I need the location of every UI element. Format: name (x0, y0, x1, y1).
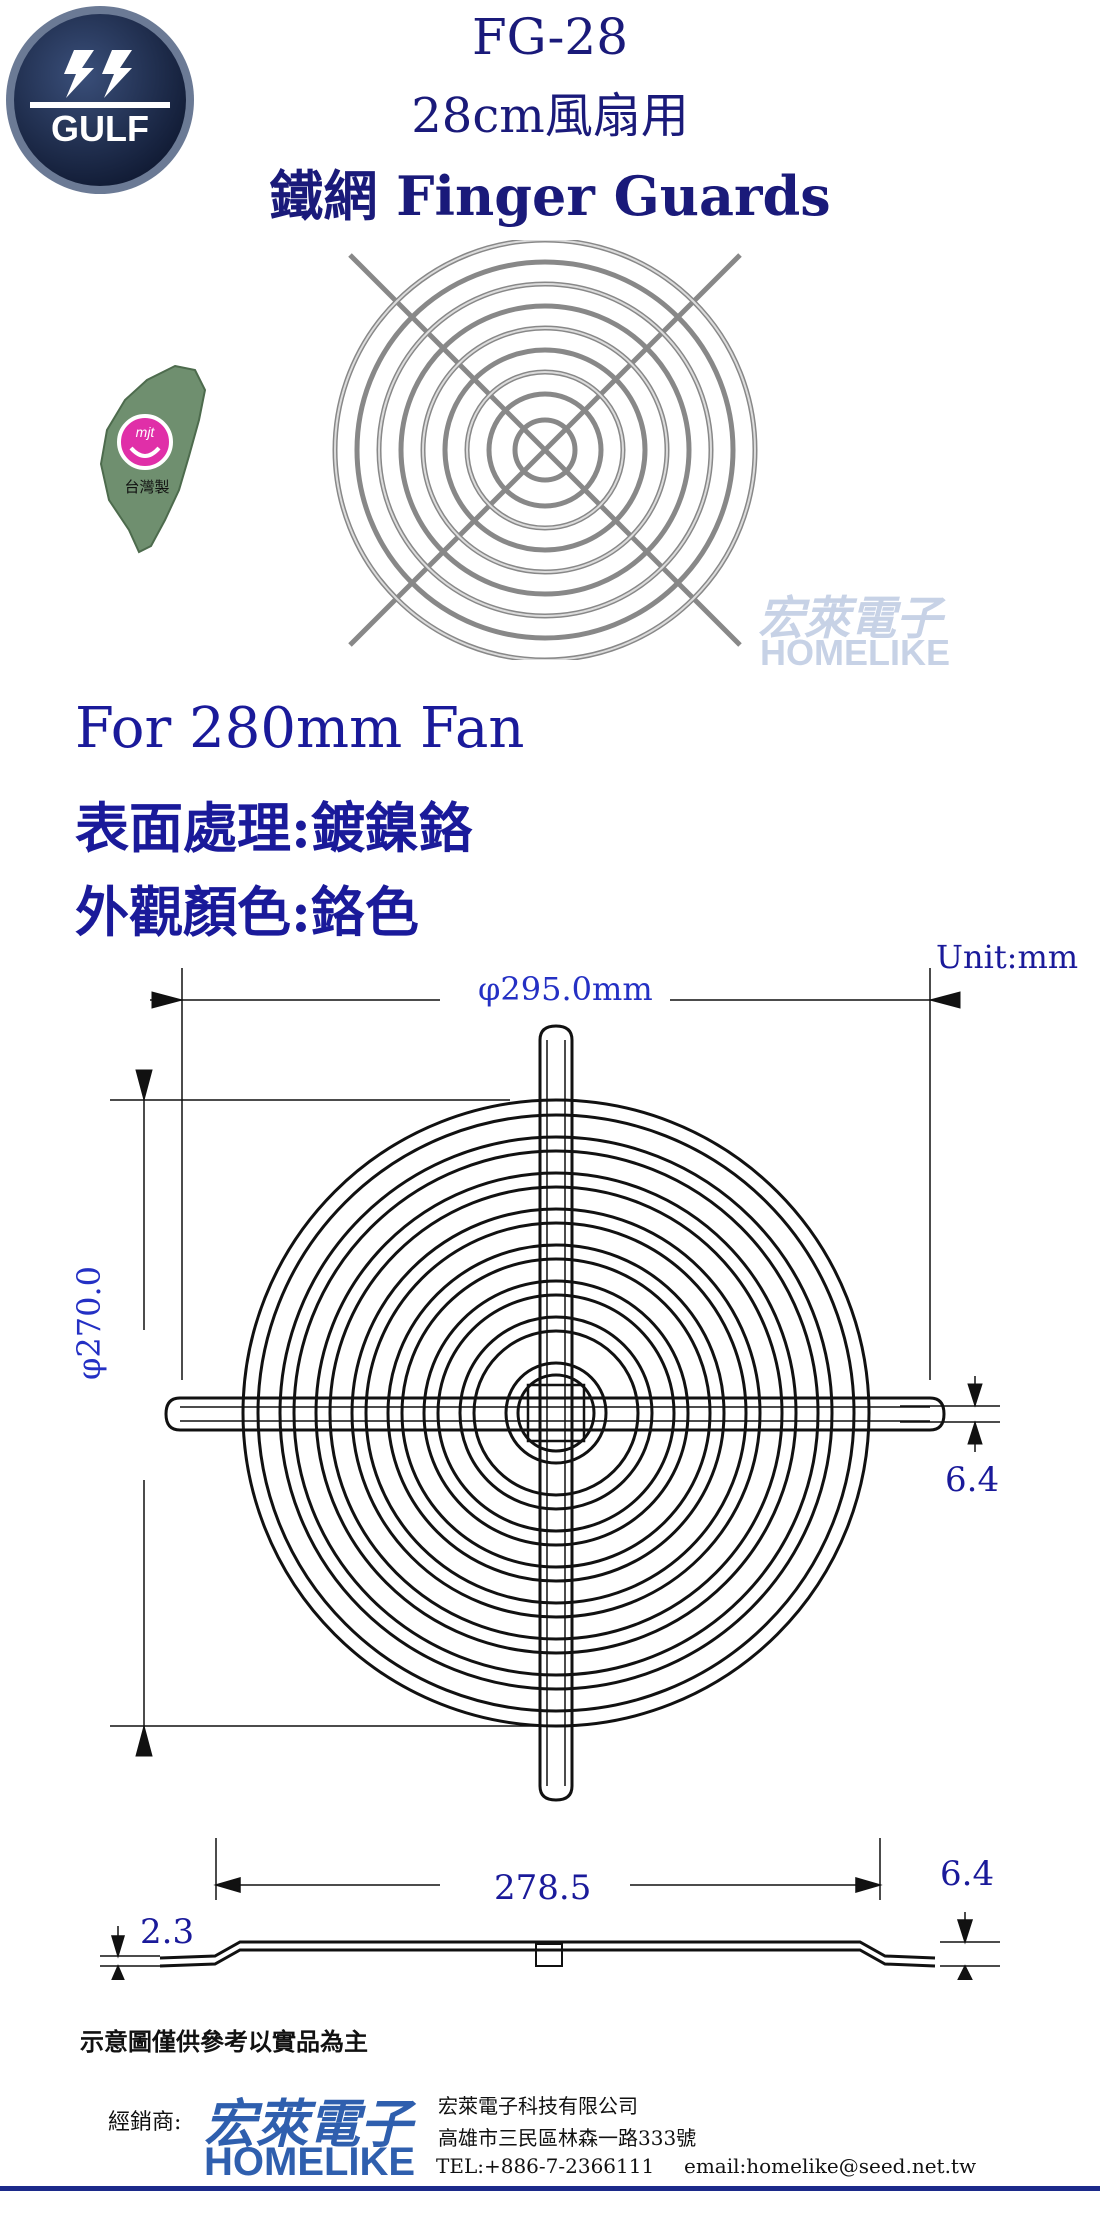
subtitle: 28cm風扇用 (411, 88, 689, 144)
unit-label: Unit:mm (936, 938, 1079, 976)
dealer-logo-cn: 宏萊電子 (204, 2095, 413, 2155)
disclaimer: 示意圖僅供參考以實品為主 (80, 2027, 368, 2056)
height-dimension: φ270.0 (70, 1265, 108, 1380)
dealer-label: 經銷商: (108, 2110, 182, 2135)
front-view-drawing (110, 968, 1000, 1802)
color-spec: 外觀顏色:鉻色 (75, 880, 419, 944)
homelike-watermark-en: HOMELIKE (760, 632, 951, 673)
side-view-drawing (100, 1838, 1000, 1980)
company-address: 高雄市三民區林森一路333號 (438, 2126, 697, 2150)
made-in-label: 台灣製 (124, 478, 170, 496)
fan-size-spec: For 280mm Fan (75, 696, 525, 761)
mjt-badge-text: mjt (135, 424, 155, 440)
finger-guard-photo (332, 240, 758, 660)
homelike-watermark-cn: 宏萊電子 (758, 591, 942, 645)
model-title: FG-28 (471, 8, 629, 66)
side-left-dimension: 2.3 (140, 1912, 195, 1952)
lightning-bolt-icon (64, 50, 132, 98)
company-tel: TEL:+886-7-2366111 (436, 2154, 655, 2178)
tab-dimension: 6.4 (945, 1460, 1000, 1500)
surface-treatment-spec: 表面處理:鍍鎳鉻 (75, 796, 473, 860)
dealer-logo-en: HOMELIKE (204, 2140, 416, 2184)
logo-text: GULF (51, 108, 149, 149)
made-in-taiwan-badge: mjt 台灣製 (95, 360, 215, 560)
company-name: 宏萊電子科技有限公司 (438, 2094, 638, 2118)
company-email: email:homelike@seed.net.tw (684, 2154, 977, 2178)
side-right-dimension: 6.4 (940, 1854, 995, 1894)
side-length-dimension: 278.5 (494, 1868, 592, 1908)
footer-divider (0, 2186, 1100, 2191)
width-dimension: φ295.0mm (478, 970, 653, 1008)
taiwan-map-icon (99, 364, 207, 554)
gulf-logo: GULF (2, 2, 198, 198)
product-name: 鐵網 Finger Guards (269, 164, 831, 228)
